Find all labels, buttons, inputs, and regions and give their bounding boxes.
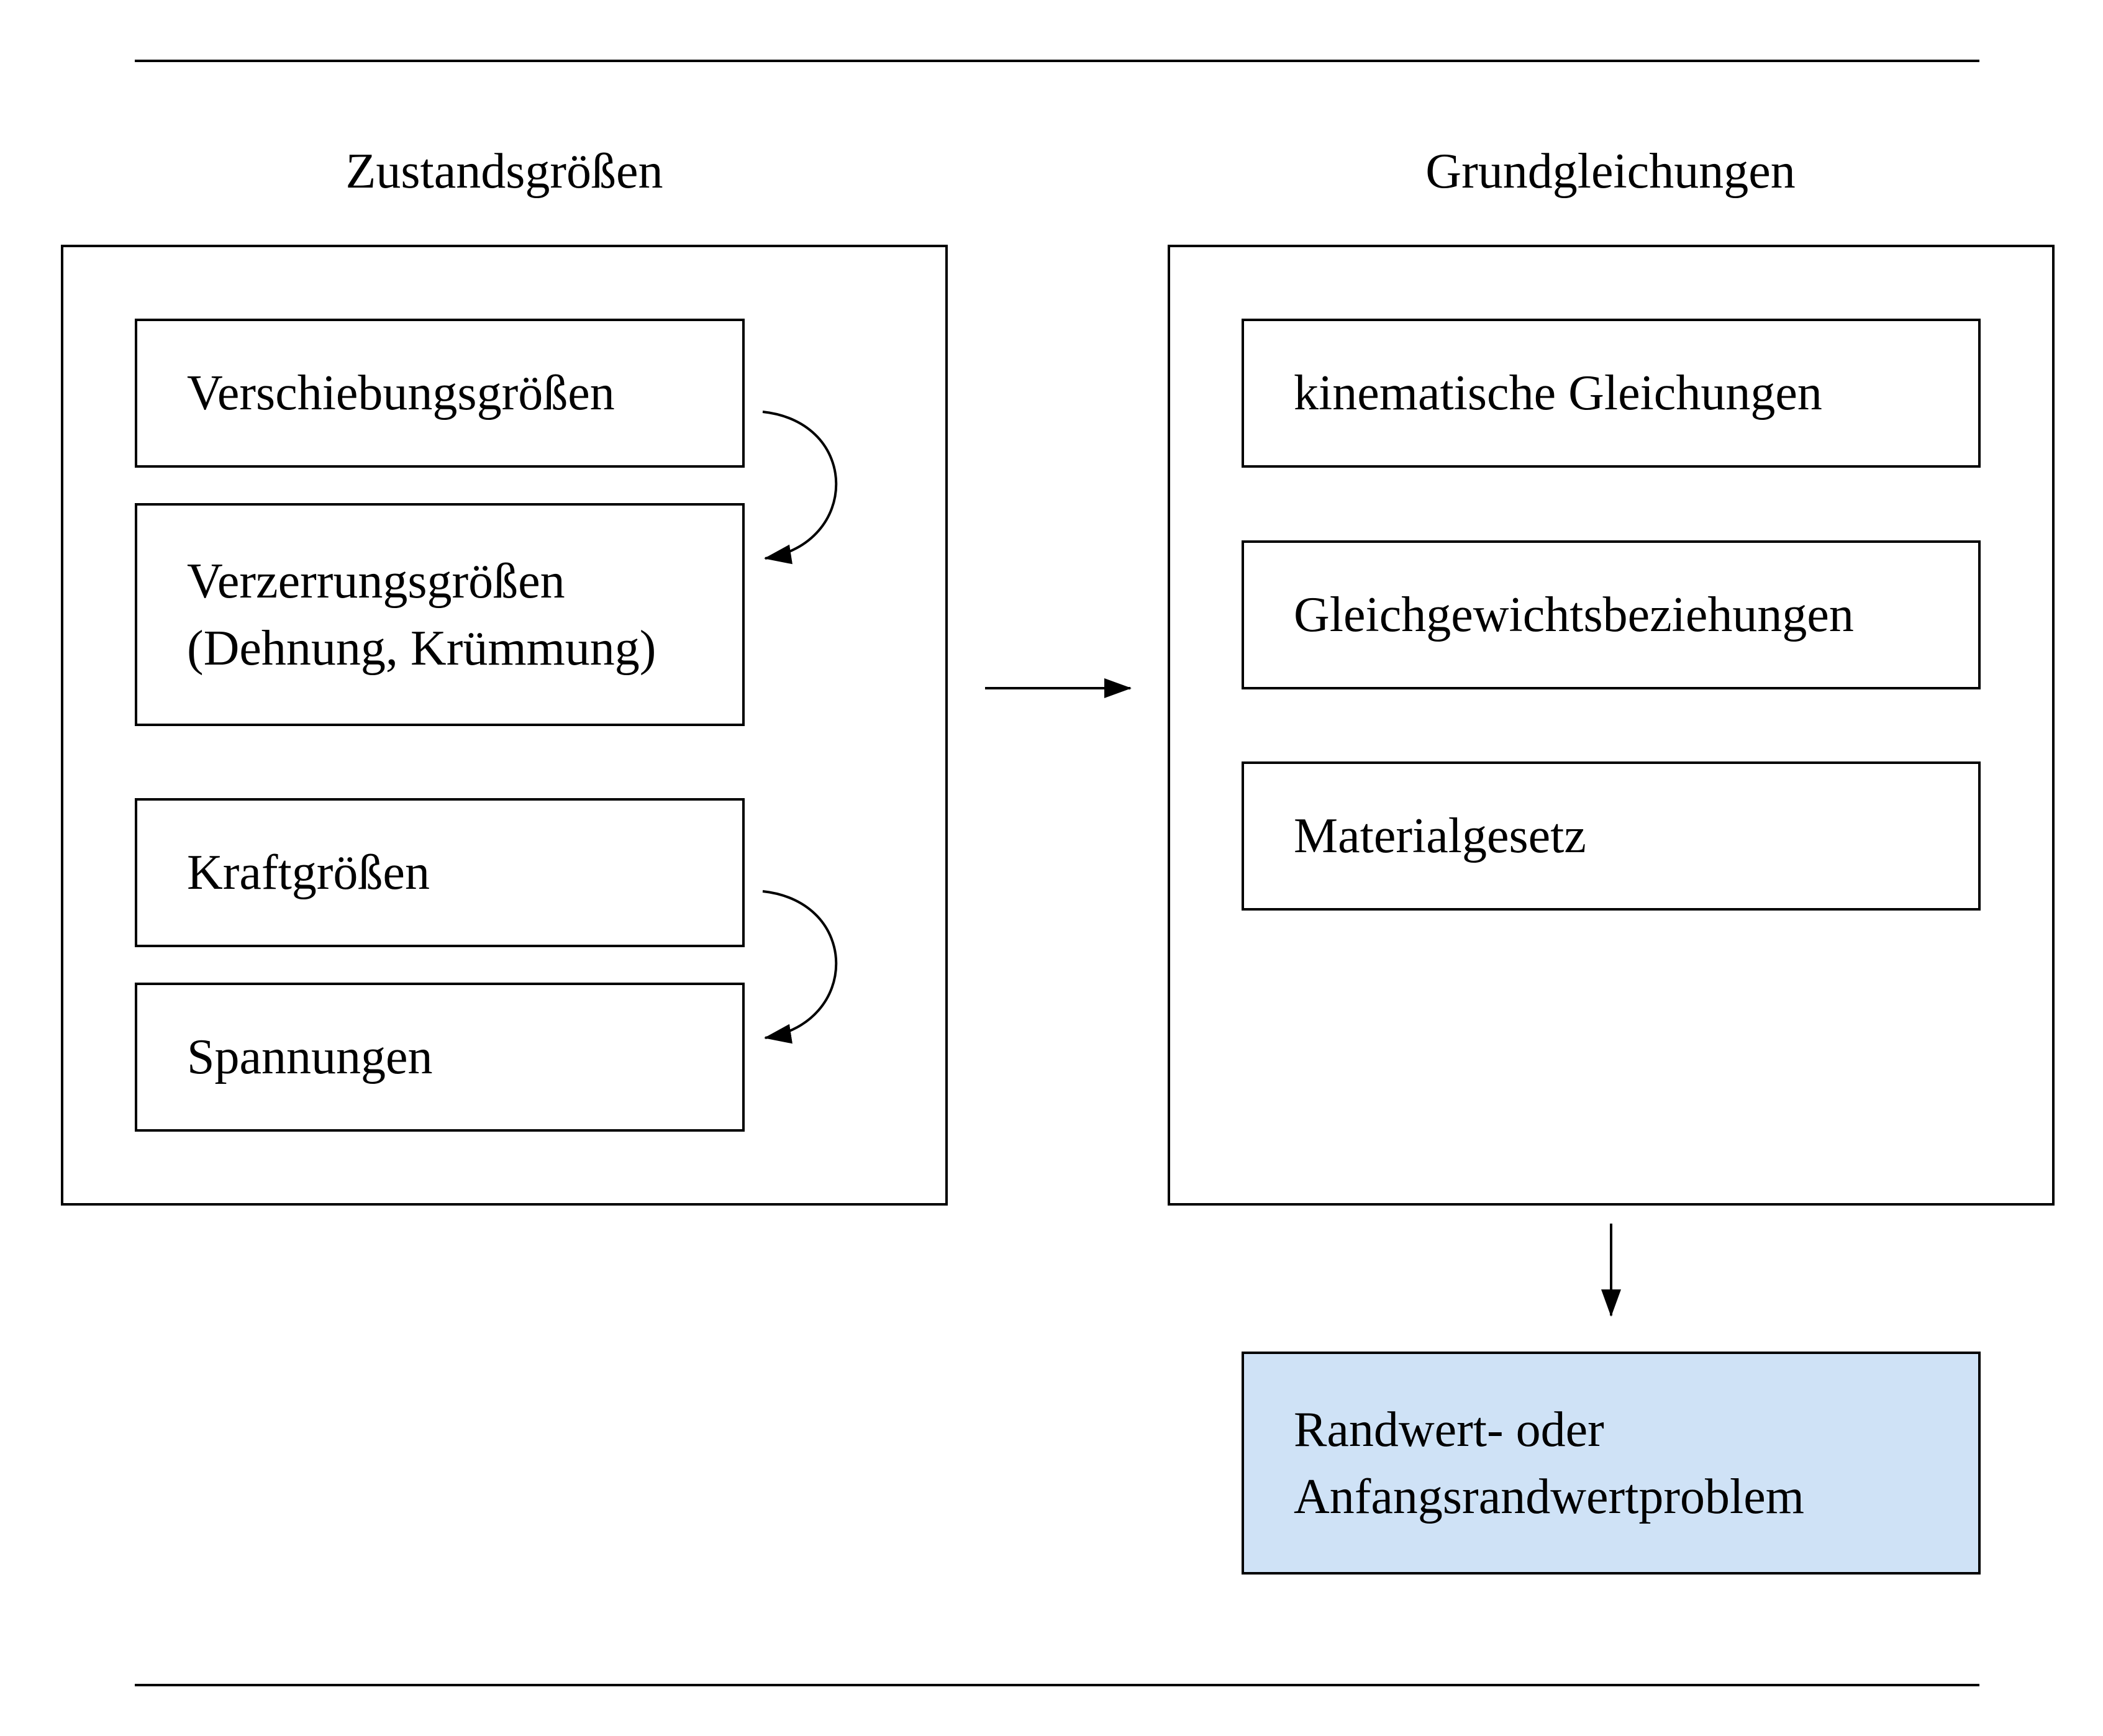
box-label-secondary: (Dehnung, Krümmung) [187,620,656,676]
box-materialgesetz: Materialgesetz [1242,761,1981,911]
box-label: Spannungen [187,1030,433,1084]
box-label: Materialgesetz [1294,809,1586,863]
right-section-frame [1168,245,2055,1206]
box-spannungen: Spannungen [135,983,745,1132]
box-label-secondary: Anfangsrandwertproblem [1294,1469,1804,1524]
box-label: Kraftgrößen [187,845,430,900]
box-kraftgroessen: Kraftgrößen [135,798,745,947]
box-label: Verschiebungsgrößen [187,366,615,420]
bottom-rule [135,1684,1979,1686]
left-section-title: Zustandsgrößen [345,144,663,199]
box-label: Verzerrungsgrößen [187,553,565,609]
right-section-title: Grundgleichungen [1425,144,1796,199]
box-verzerrungsgroessen: Verzerrungsgrößen (Dehnung, Krümmung) [135,503,745,726]
box-verschiebungsgroessen: Verschiebungsgrößen [135,319,745,468]
box-gleichgewichtsbeziehungen: Gleichgewichtsbeziehungen [1242,540,1981,689]
box-kinematische-gleichungen: kinematische Gleichungen [1242,319,1981,468]
box-label: kinematische Gleichungen [1294,366,1822,420]
left-section-frame [61,245,948,1206]
top-rule [135,60,1979,62]
box-label: Gleichgewichtsbeziehungen [1294,588,1854,642]
box-randwertproblem: Randwert- oder Anfangsrandwertproblem [1242,1352,1981,1575]
box-label: Randwert- oder [1294,1402,1604,1457]
